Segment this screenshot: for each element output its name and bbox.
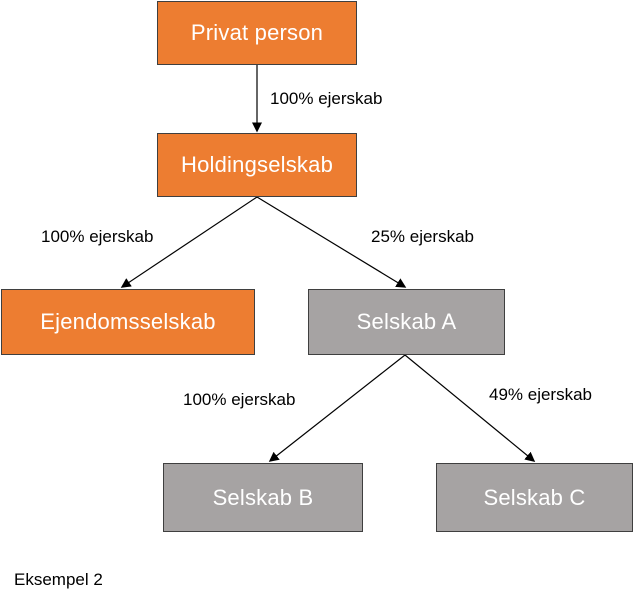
edge-label-selskab-a-to-b: 100% ejerskab (183, 390, 296, 409)
node-label: Privat person (190, 20, 324, 45)
node-selskab-b: Selskab B (163, 463, 363, 532)
node-selskab-c: Selskab C (436, 463, 633, 532)
node-selskab-a: Selskab A (308, 289, 505, 355)
node-label: Selskab B (212, 484, 314, 510)
node-label: Holdingselskab (181, 152, 333, 177)
node-ejendomsselskab: Ejendomsselskab (1, 289, 255, 355)
edge-label-selskab-a-to-c: 49% ejerskab (489, 385, 593, 404)
edge-label-holding-to-ejendom: 100% ejerskab (41, 227, 154, 246)
edge-holding-to-selskab-a (256, 196, 407, 288)
node-label: Selskab A (356, 309, 457, 334)
edge-selskab-a-to-c (404, 354, 536, 462)
node-privat-person: Privat person (157, 1, 357, 65)
node-holdingselskab: Holdingselskab (157, 133, 357, 197)
edge-label-privat-to-holding: 100% ejerskab (270, 89, 383, 108)
node-label: Selskab C (483, 484, 586, 510)
edge-holding-to-ejendom (120, 196, 258, 288)
edge-selskab-a-to-b (268, 354, 406, 462)
diagram-caption: Eksempel 2 (14, 570, 103, 589)
edge-label-holding-to-selskab-a: 25% ejerskab (371, 227, 475, 246)
node-label: Ejendomsselskab (40, 309, 216, 334)
